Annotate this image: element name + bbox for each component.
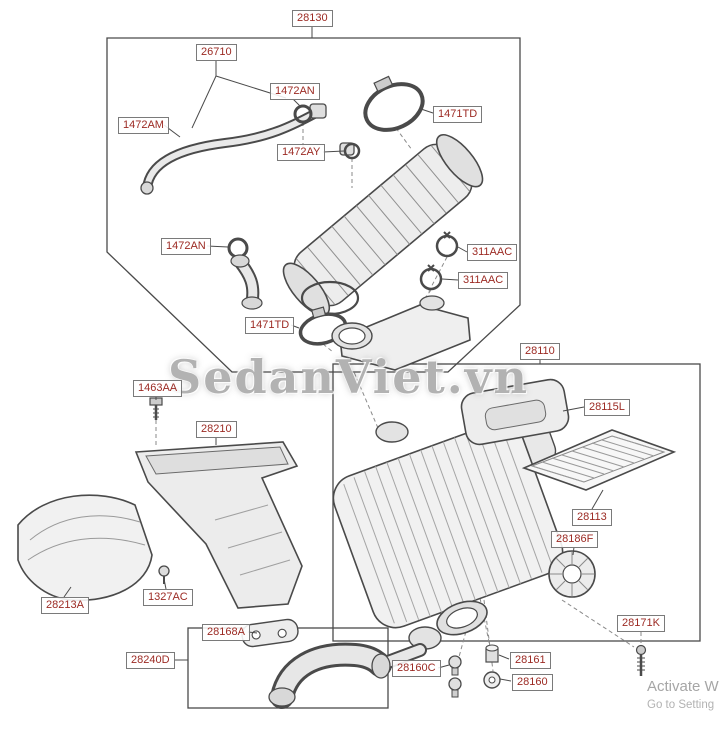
part-label-1472an-1: 1472AN [270,83,320,100]
clamp-311aac-top [435,231,459,258]
grommet-28160-part [483,671,501,689]
part-label-311aac-2: 311AAC [458,272,509,289]
part-label-1463aa: 1463AA [133,380,183,397]
part-label-26710: 26710 [196,44,237,61]
grommet-28160c-parts [448,655,462,698]
part-label-1472ay: 1472AY [277,144,326,161]
resonator-cap-part [460,378,570,446]
clamp-1472ay [343,142,361,160]
group-boundary-28130 [106,37,521,373]
part-label-1472am: 1472AM [118,117,169,134]
breather-hose-part [140,103,355,195]
lower-resonator-part [331,295,471,371]
intake-duct-part [134,441,303,609]
part-label-28186f: 28186F [551,531,599,548]
part-label-28171k: 28171K [617,615,665,632]
round-grommet-part [548,550,596,598]
screw-part [635,644,647,676]
part-label-28213a: 28213A [41,597,89,614]
elbow-duct-part [268,642,427,709]
shield-cover-part [17,494,153,602]
part-label-28113: 28113 [572,509,612,526]
part-label-28115l: 28115L [584,399,630,416]
air-cleaner-body-part [332,409,564,650]
part-label-28161: 28161 [510,652,551,669]
clamp-1472an-top [293,104,313,124]
part-label-28210: 28210 [196,421,237,438]
go-to-settings-text: Go to Setting [647,699,715,711]
clamp-311aac-bottom [419,264,443,291]
part-label-28130: 28130 [292,10,333,27]
activate-windows-overlay: Activate W Go to Setting [647,678,719,711]
part-label-28240d: 28240D [126,652,175,669]
air-filter-part [521,429,677,491]
part-label-1471td-1: 1471TD [433,106,483,123]
small-elbow-hose-part [230,254,263,310]
part-label-28110: 28110 [520,343,560,360]
part-label-28160: 28160 [512,674,553,691]
part-label-28168a: 28168A [202,624,250,641]
clamp-1472an-bottom [227,237,249,259]
part-label-1471td-2: 1471TD [245,317,295,334]
part-label-311aac-1: 311AAC [467,244,518,261]
spacer-28161-part [485,644,499,663]
clamp-1471td-top [363,75,425,132]
part-label-1472an-2: 1472AN [161,238,211,255]
activate-windows-text: Activate W [647,678,719,695]
bracket-part [241,618,299,648]
bolt-part [149,397,163,420]
part-label-28160c: 28160C [392,660,441,677]
part-label-1327ac: 1327AC [143,589,193,606]
